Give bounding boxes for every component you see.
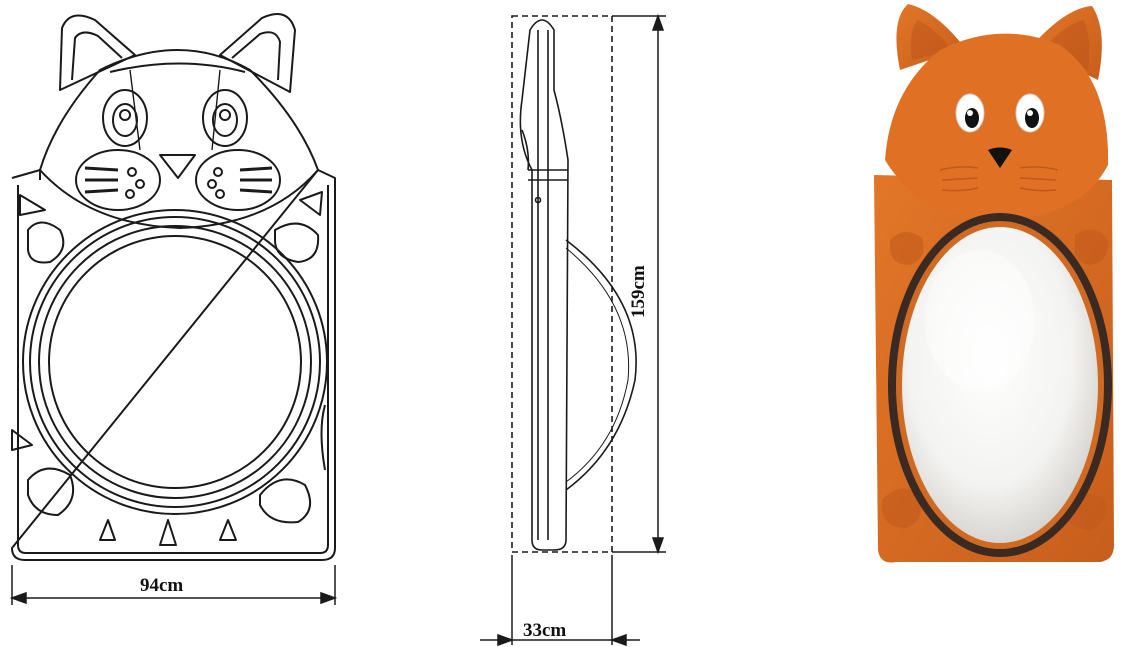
left-ear-outline xyxy=(59,14,136,91)
right-ear-outline xyxy=(219,13,296,93)
front-view-drawing xyxy=(9,13,338,605)
mirror-outer-ring xyxy=(22,209,328,515)
rendered-left-eye xyxy=(955,93,985,133)
rendered-mirror-dome xyxy=(902,227,1098,543)
right-eye-outline xyxy=(202,89,248,147)
rendered-right-eye xyxy=(1015,93,1045,133)
left-eye-outline xyxy=(102,89,148,147)
side-profile-outline xyxy=(519,19,569,551)
rendered-cat-panel xyxy=(874,4,1114,563)
side-dome-outline xyxy=(565,239,637,491)
depth-label: 33cm xyxy=(523,620,567,641)
width-label: 94cm xyxy=(140,575,184,596)
head-outline xyxy=(39,49,319,229)
nose-outline xyxy=(159,154,196,179)
depth-dimension-line xyxy=(480,555,640,647)
panel-body-outline xyxy=(11,169,336,561)
rendered-nose xyxy=(988,147,1012,168)
height-dimension-line xyxy=(612,13,666,555)
width-dimension-line xyxy=(9,565,338,605)
height-label: 159cm xyxy=(628,265,649,318)
rendered-right-ear xyxy=(1030,6,1102,80)
mirror-inner-ring xyxy=(48,235,302,489)
rendered-head xyxy=(885,33,1109,220)
side-view-drawing xyxy=(480,13,666,647)
side-bounding-box xyxy=(511,15,613,553)
